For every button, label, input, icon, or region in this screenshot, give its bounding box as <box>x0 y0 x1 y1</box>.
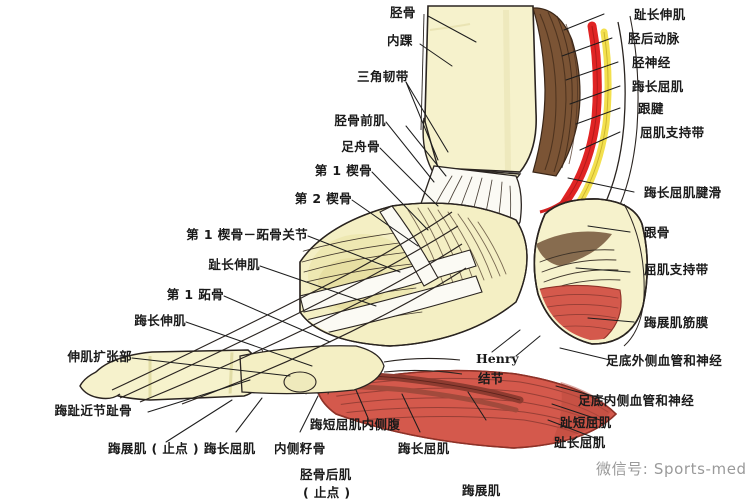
label-flexor-hallucis-longus-bottom-2: 踇长屈肌 <box>398 441 450 456</box>
label-tibialis-posterior-line1: 胫骨后肌 <box>300 467 352 482</box>
label-achilles-tendon: 跟腱 <box>638 101 664 116</box>
label-posterior-tibial-artery: 胫后动脉 <box>628 31 680 46</box>
label-flexor-retinaculum-2: 屈肌支持带 <box>644 262 709 277</box>
label-flexor-digitorum-longus: 趾长屈肌 <box>554 435 606 450</box>
label-tibial-nerve: 胫神经 <box>632 55 671 70</box>
label-flexor-hallucis-longus: 踇长屈肌 <box>632 79 684 94</box>
label-deltoid-ligament: 三角韧带 <box>357 69 409 84</box>
label-first-cuneiform-metatarsal-joint: 第 1 楔骨－跖骨关节 <box>186 227 308 242</box>
label-abductor-hallucis-fascia: 踇展肌筋膜 <box>644 315 709 330</box>
label-hallux-proximal-phalanx: 踇趾近节趾骨 <box>54 403 132 418</box>
label-extensor-hallucis-longus: 踇长伸肌 <box>134 313 186 328</box>
label-calcaneus: 跟骨 <box>644 225 670 240</box>
hallux-phalanx-and-sesamoid <box>79 345 463 401</box>
label-extensor-digitorum-longus: 趾长伸肌 <box>208 257 260 272</box>
label-second-cuneiform: 第 2 楔骨 <box>294 191 352 206</box>
label-flexor-retinaculum: 屈肌支持带 <box>640 125 705 140</box>
dorsal-extensor-tendons <box>111 211 467 405</box>
label-flexor-digitorum-brevis: 趾短屈肌 <box>560 415 612 430</box>
label-henry-knot-line1: Henry <box>476 351 519 366</box>
label-henry-knot-line2: 结节 <box>478 371 504 386</box>
tibia-bone-shape <box>420 5 537 173</box>
label-medial-sesamoid: 内侧籽骨 <box>274 441 326 456</box>
label-fhl-tendon-sheath: 踇长屈肌腱滑 <box>644 185 722 200</box>
label-medial-plantar-vessels: 足底内侧血管和神经 <box>578 393 695 408</box>
label-tibialis-posterior-line2: ( 止点 ) <box>303 485 351 500</box>
midfoot-tarsal-bones <box>299 202 528 347</box>
label-extensor-digitorum-longus-right: 趾长伸肌 <box>634 7 686 22</box>
label-abductor-hallucis-insertion: 踇展肌 ( 止点 ) <box>108 441 199 456</box>
label-fhb-medial-belly: 踇短屈肌内侧腹 <box>310 417 401 432</box>
label-navicular: 足舟骨 <box>341 139 380 154</box>
label-tibia: 胫骨 <box>390 5 416 20</box>
label-lateral-plantar-vessels: 足底外侧血管和神经 <box>606 353 723 368</box>
leader-lines <box>131 13 635 443</box>
label-first-metatarsal: 第 1 跖骨 <box>166 287 224 302</box>
label-first-cuneiform: 第 1 楔骨 <box>314 163 372 178</box>
label-extensor-expansion: 伸肌扩张部 <box>67 349 132 364</box>
label-abductor-hallucis: 踇展肌 <box>462 483 501 498</box>
watermark-text: 微信号: Sports-med <box>596 460 747 478</box>
label-tibialis-anterior: 胫骨前肌 <box>334 113 386 128</box>
label-flexor-hallucis-longus-bottom: 踇长屈肌 <box>204 441 256 456</box>
label-medial-malleolus: 内踝 <box>387 33 413 48</box>
